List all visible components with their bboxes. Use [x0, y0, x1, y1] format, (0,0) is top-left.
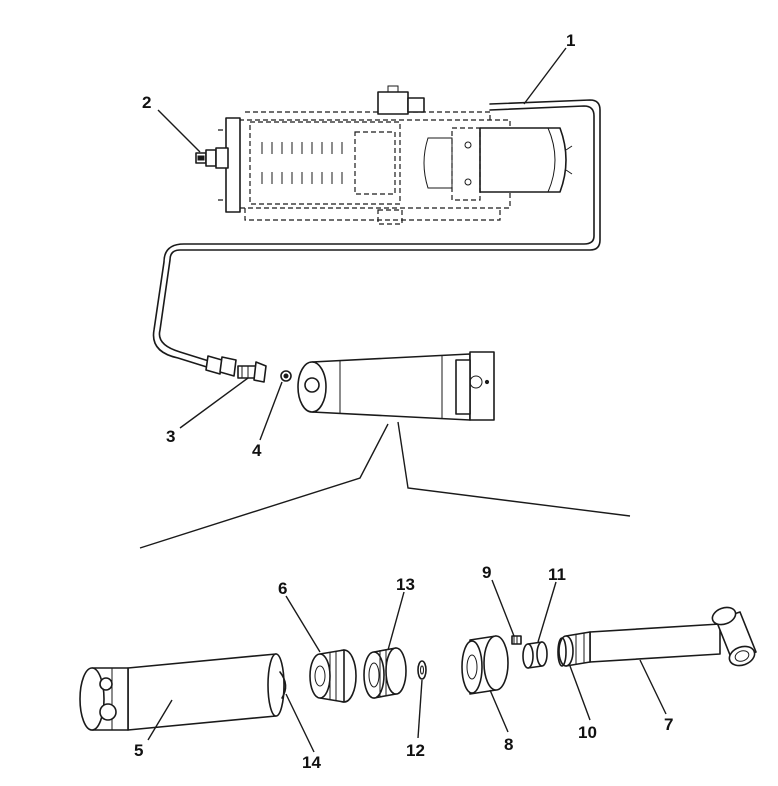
- piston: [309, 649, 357, 703]
- callout-labels: 1 2 3 4 5 6 7 8 9 10 11 12 13 14: [134, 31, 673, 772]
- zoom-leader-lines: [139, 421, 631, 549]
- assembled-cylinder: [297, 351, 495, 421]
- callout-11: 11: [548, 565, 566, 584]
- gland: [461, 635, 509, 695]
- snap-ring: [279, 671, 287, 699]
- callout-12: 12: [406, 741, 425, 760]
- elbow-fitting: [237, 361, 267, 383]
- callout-10: 10: [578, 723, 597, 742]
- callout-8: 8: [504, 735, 513, 754]
- callout-5: 5: [134, 741, 143, 760]
- nut: [522, 641, 548, 669]
- pump-slots: [261, 142, 343, 184]
- cylinder-barrel: [79, 653, 285, 731]
- small-nut: [280, 370, 292, 382]
- callout-7: 7: [664, 715, 673, 734]
- small-screw: [511, 635, 522, 645]
- callout-4: 4: [252, 441, 262, 460]
- callout-14: 14: [302, 753, 321, 772]
- callout-2: 2: [142, 93, 151, 112]
- callout-3: 3: [166, 427, 175, 446]
- callout-6: 6: [278, 579, 287, 598]
- callout-1: 1: [566, 31, 575, 50]
- o-ring: [557, 637, 567, 667]
- washer: [417, 660, 427, 680]
- hose: [152, 99, 601, 377]
- callout-leaders: [147, 47, 667, 753]
- piston-rod: [558, 606, 757, 667]
- callout-13: 13: [396, 575, 415, 594]
- pump-assembly: [195, 85, 573, 225]
- seal-ring: [363, 647, 407, 699]
- callout-9: 9: [482, 563, 491, 582]
